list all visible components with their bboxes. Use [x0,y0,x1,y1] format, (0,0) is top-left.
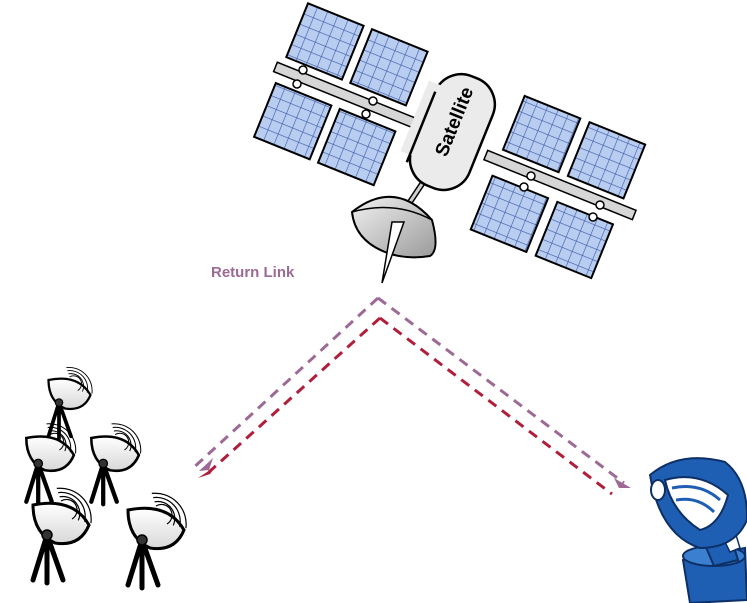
return-link-label: Return Link [211,264,295,281]
return-arrowhead-left [199,458,213,471]
forward-link-arrows [207,316,613,496]
terminal-dish [24,423,77,507]
forward-arrowhead-left [198,466,216,478]
terminal-dish [89,423,142,507]
user-terminal-dish-icon [24,366,187,591]
terminal-dish [125,492,187,591]
solar-panel-left [252,2,429,187]
return-link-arrows [189,296,625,485]
gateway-antenna-icon [648,457,747,603]
return-arrowhead-right [614,478,631,488]
terminal-dish [30,487,92,586]
satellite-icon: Satellite [252,2,647,284]
